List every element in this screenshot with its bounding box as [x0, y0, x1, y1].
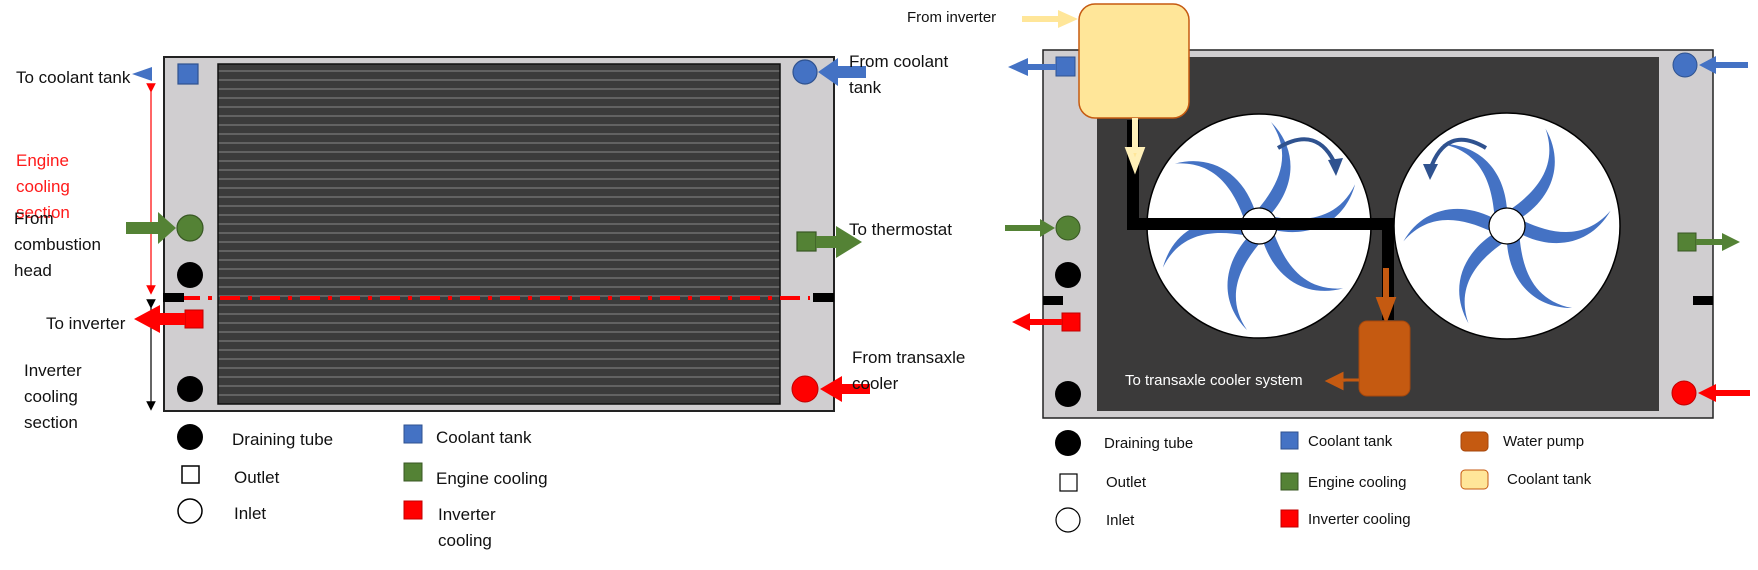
right-legend-engine-cooling-label: Engine cooling [1308, 474, 1407, 491]
left-radiator [126, 56, 870, 412]
draining-tube-lower [177, 376, 203, 402]
right-engine-inlet-port [1055, 215, 1081, 241]
to-thermostat-arrow [816, 226, 862, 258]
right-legend-coolant-tank-icon [1280, 431, 1299, 450]
inverter-outlet-port [184, 309, 204, 329]
legend-inverter-cooling-icon [403, 500, 423, 520]
fan-left-rotation-arrowhead [1328, 158, 1343, 176]
draining-tube-upper [177, 262, 203, 288]
from-inverter-arrow [1022, 10, 1078, 28]
from-inverter-label: From inverter [907, 9, 997, 26]
right-from-coolant-tank-arrow [1699, 56, 1748, 74]
to-inverter-arrow [134, 305, 185, 333]
right-legend-coolant-tank-label: Coolant tank [1308, 433, 1393, 450]
inverter-inlet-port [791, 375, 819, 403]
right-legend-reservoir-label: Coolant tank [1507, 471, 1592, 488]
fan-right [1393, 112, 1621, 340]
legend-draining-tube-label: Draining tube [232, 430, 334, 449]
right-right-divider-plug [1693, 296, 1713, 305]
right-engine-inlet-arrow [1005, 219, 1055, 237]
right-legend-reservoir-icon [1460, 469, 1489, 490]
reservoir-flow-arrow [1124, 118, 1146, 175]
right-inverter-inlet-arrow [1698, 384, 1750, 402]
to-thermostat-label: To thermostat [849, 220, 952, 239]
right-legend-engine-cooling-icon [1280, 472, 1299, 491]
right-legend [1055, 430, 1489, 533]
right-legend-draining-tube-icon [1055, 430, 1081, 456]
right-legend-inlet-icon [1055, 507, 1081, 533]
to-coolant-tank-arrow [132, 67, 178, 81]
fan-right-rotation-arrow [1428, 137, 1488, 171]
from-combustion-head-label: From combustion head [14, 209, 101, 280]
to-coolant-tank-label: To coolant tank [16, 68, 131, 87]
right-legend-outlet-label: Outlet [1106, 474, 1147, 491]
legend-inlet-icon [177, 498, 203, 524]
legend-draining-tube-icon [177, 424, 203, 450]
from-transaxle-cooler-arrow [820, 376, 870, 402]
coolant-tank-reservoir [1078, 3, 1190, 119]
right-inverter-inlet-port [1671, 380, 1697, 406]
legend-engine-cooling-label: Engine cooling [436, 469, 548, 488]
right-to-coolant-tank-arrow [1008, 58, 1056, 76]
fan-left-rotation-arrow [1276, 137, 1338, 167]
legend-outlet-icon [181, 465, 200, 484]
pump-flow-arrow [1375, 268, 1397, 325]
legend-outlet-label: Outlet [234, 468, 280, 487]
right-legend-inverter-cooling-icon [1280, 509, 1299, 528]
legend-inlet-label: Inlet [234, 504, 267, 523]
engine-cooling-section-label: Engine cooling section [16, 151, 70, 222]
legend-inverter-cooling-label: Inverter cooling [438, 505, 496, 550]
left-radiator-core [217, 63, 781, 405]
to-transaxle-cooler-arrow [1324, 371, 1359, 391]
engine-outlet-port [796, 231, 817, 252]
right-legend-inlet-label: Inlet [1106, 512, 1135, 529]
engine-inlet-port [176, 214, 204, 242]
right-legend-inverter-cooling-label: Inverter cooling [1308, 511, 1411, 528]
from-coolant-tank-label: From coolant tank [849, 52, 949, 97]
right-coolant-tank-inlet-port [1672, 52, 1698, 78]
inverter-cooling-section-label: Inverter cooling section [24, 361, 82, 432]
to-transaxle-cooler-system-label: To transaxle cooler system [1125, 372, 1303, 389]
right-radiator [1005, 3, 1750, 419]
right-engine-outlet-arrow [1696, 233, 1740, 251]
legend-coolant-tank-icon [403, 424, 423, 444]
water-pump [1358, 320, 1411, 397]
right-legend-draining-tube-label: Draining tube [1104, 435, 1194, 452]
right-legend-water-pump-icon [1460, 431, 1489, 452]
legend-engine-cooling-icon [403, 462, 423, 482]
right-divider-plug [813, 293, 834, 302]
right-legend-outlet-icon [1059, 473, 1078, 492]
right-engine-outlet-port [1677, 232, 1697, 252]
right-draining-tube-lower [1055, 381, 1081, 407]
right-left-divider-plug [1043, 296, 1063, 305]
from-transaxle-cooler-label: From transaxle cooler [852, 348, 966, 393]
right-to-inverter-arrow [1012, 313, 1062, 331]
to-inverter-label: To inverter [46, 314, 126, 333]
left-legend [177, 424, 423, 524]
coolant-tank-outlet-port [177, 63, 199, 85]
left-divider-plug [163, 293, 184, 302]
fan-right-rotation-arrowhead [1423, 164, 1438, 180]
coolant-tank-inlet-port [792, 59, 818, 85]
legend-coolant-tank-label: Coolant tank [436, 428, 532, 447]
right-legend-water-pump-label: Water pump [1503, 433, 1585, 450]
right-draining-tube-upper [1055, 262, 1081, 288]
from-coolant-tank-arrow [818, 58, 866, 86]
right-coolant-tank-outlet-port [1055, 56, 1076, 77]
from-combustion-head-arrow [126, 212, 176, 244]
right-inverter-outlet-port [1061, 312, 1081, 332]
